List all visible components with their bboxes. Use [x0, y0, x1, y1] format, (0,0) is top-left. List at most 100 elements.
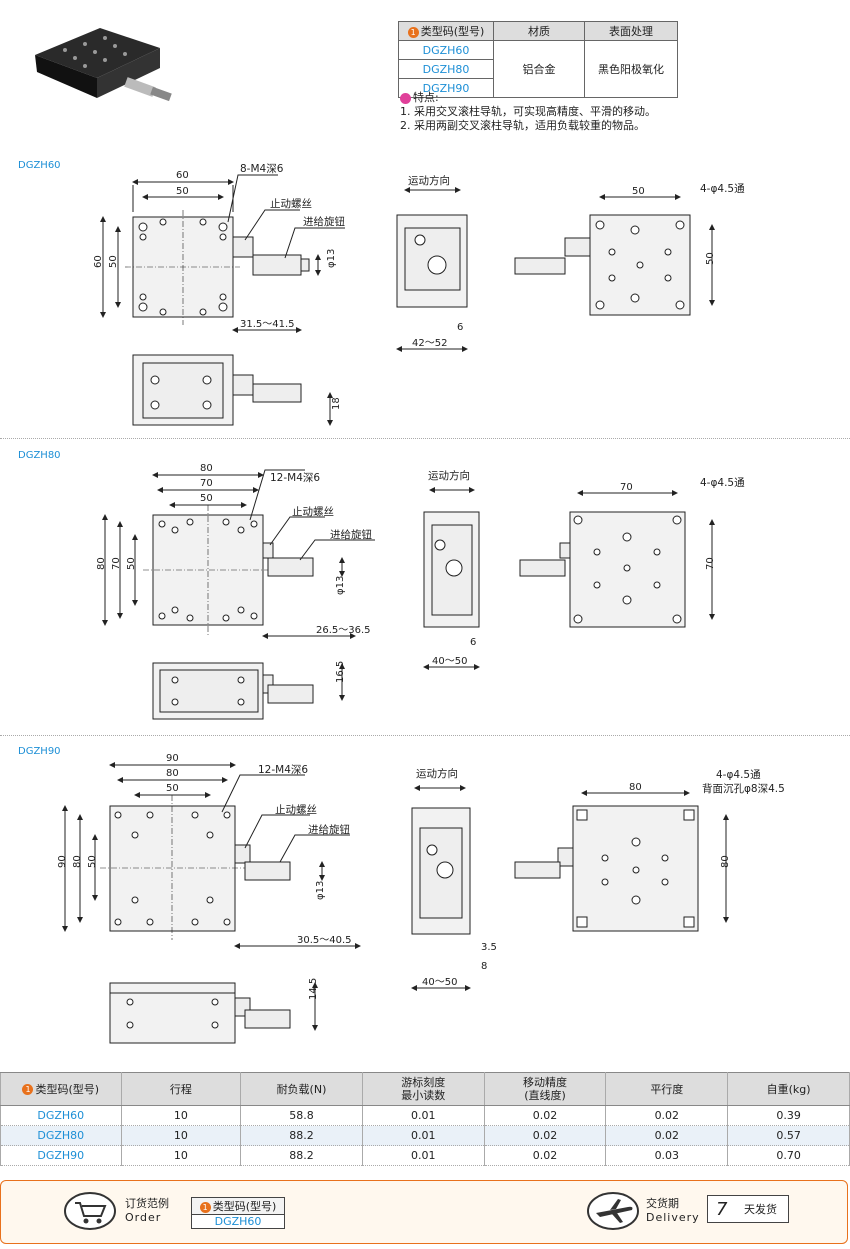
dim-text: 50	[705, 252, 716, 265]
table-cell: 10	[120, 1125, 242, 1146]
holes-label: 8-M4深6	[240, 163, 284, 175]
table-row: DGZH80 10 88.2 0.01 0.02 0.02 0.57	[0, 1125, 850, 1146]
features-title: 特点:	[413, 91, 439, 104]
dim-text: 80	[96, 557, 107, 570]
model-cell: DGZH90	[398, 78, 494, 98]
table-cell: 88.2	[240, 1125, 363, 1146]
dim-text: 16.5	[335, 661, 346, 683]
dim-text: 80	[200, 463, 213, 474]
order-box-value: DGZH60	[214, 1215, 262, 1228]
table-row: DGZH90 10 88.2 0.01 0.02 0.03 0.70	[0, 1145, 850, 1166]
plane-icon	[586, 1191, 640, 1231]
dim-text: φ13	[335, 576, 346, 595]
direction-label: 运动方向	[408, 174, 450, 187]
spec-header: 游标刻度 最小读数	[361, 1072, 485, 1106]
knob-label: 进给旋钮	[308, 823, 350, 836]
dim-text: 6	[470, 637, 476, 648]
feature-item: 2. 采用两副交叉滚柱导轨，适用负载较重的物品。	[400, 119, 645, 132]
knob-label: 进给旋钮	[330, 528, 372, 541]
spec-header: 行程	[120, 1072, 242, 1106]
header-surface: 表面处理	[584, 21, 678, 41]
dim-text: 50	[87, 855, 98, 868]
table-cell: DGZH60	[0, 1105, 122, 1126]
table-cell: 0.01	[361, 1105, 485, 1126]
dim-text: 26.5～36.5	[316, 625, 371, 636]
table-cell: 0.03	[605, 1145, 729, 1166]
dim-text: 30.5～40.5	[297, 935, 352, 946]
badge-1-icon: 1	[22, 1084, 34, 1095]
delivery-title: 交货期	[646, 1197, 679, 1210]
order-subtitle: Order	[125, 1211, 162, 1224]
direction-label: 运动方向	[428, 469, 470, 482]
order-title: 订货范例	[125, 1197, 169, 1210]
delivery-subtitle: Delivery	[646, 1211, 700, 1224]
table-cell: 88.2	[240, 1145, 363, 1166]
badge-1-icon: 1	[199, 1201, 211, 1213]
dim-text: 50	[200, 493, 213, 504]
delivery-days: 7	[716, 1198, 728, 1220]
knob-label: 进给旋钮	[303, 215, 345, 228]
table-cell: 0.02	[483, 1145, 607, 1166]
dim-text: 70	[620, 482, 633, 493]
spec-header: 自重(kg)	[727, 1072, 850, 1106]
dim-text: φ13	[315, 881, 326, 900]
dim-text: 90	[57, 855, 68, 868]
table-cell: 0.01	[361, 1125, 485, 1146]
table-cell: 10	[120, 1145, 242, 1166]
surface-cell: 黑色阳极氧化	[584, 40, 678, 98]
dim-text: 90	[166, 753, 179, 764]
table-cell: 0.70	[727, 1145, 850, 1166]
dim-text: 70	[111, 557, 122, 570]
cart-icon	[63, 1191, 117, 1231]
table-cell: 10	[120, 1105, 242, 1126]
dim-text: 18	[331, 397, 342, 410]
header-material: 材质	[493, 21, 585, 41]
order-box-header: 类型码(型号)	[212, 1200, 277, 1213]
section-label-dgzh80: DGZH80	[18, 450, 61, 461]
dim-text: φ13	[326, 249, 337, 268]
table-cell: 58.8	[240, 1105, 363, 1126]
feature-item: 1. 采用交叉滚柱导轨，可实现高精度、平滑的移动。	[400, 105, 656, 118]
counterbore-label: 背面沉孔φ8深4.5	[702, 782, 785, 795]
holes-label: 12-M4深6	[270, 472, 320, 484]
product-photo	[25, 10, 175, 110]
dim-text: 31.5～41.5	[240, 319, 295, 330]
delivery-unit: 天发货	[744, 1203, 777, 1216]
spec-header: 耐负载(N)	[240, 1072, 363, 1106]
dim-text: 50	[176, 186, 189, 197]
dim-text: 40～50	[432, 656, 467, 667]
dim-text: 40～50	[422, 977, 457, 988]
section-label-dgzh90: DGZH90	[18, 746, 61, 757]
model-cell: DGZH60	[398, 40, 494, 60]
table-cell: DGZH90	[0, 1145, 122, 1166]
dim-text: 8	[481, 961, 487, 972]
through-hole-label: 4-φ4.5通	[700, 477, 745, 489]
badge-1-icon: 1	[407, 26, 419, 38]
through-hole-label: 4-φ4.5通	[716, 769, 761, 781]
feature-badge-icon	[400, 92, 411, 104]
table-cell: 0.02	[605, 1125, 729, 1146]
lock-screw-label: 止动螺丝	[292, 506, 334, 518]
direction-label: 运动方向	[416, 767, 458, 780]
dim-text: 70	[200, 478, 213, 489]
table-cell: 0.39	[727, 1105, 850, 1126]
dim-text: 80	[720, 855, 731, 868]
table-cell: 0.02	[605, 1105, 729, 1126]
spec-header: 平行度	[605, 1072, 729, 1106]
dim-text: 80	[166, 768, 179, 779]
dim-text: 80	[629, 782, 642, 793]
table-row: DGZH60 10 58.8 0.01 0.02 0.02 0.39	[0, 1105, 850, 1126]
lock-screw-label: 止动螺丝	[275, 804, 317, 816]
dim-text: 14.5	[308, 978, 319, 1000]
lock-screw-label: 止动螺丝	[270, 198, 312, 210]
model-cell: DGZH80	[398, 59, 494, 79]
dim-text: 6	[457, 322, 463, 333]
dim-text: 60	[176, 170, 189, 181]
features: 特点: 1. 采用交叉滚柱导轨，可实现高精度、平滑的移动。 2. 采用两副交叉滚…	[400, 91, 656, 133]
technical-drawings: 60 50 60 50 31.5～41.5 φ13 18 42～52 6 50 …	[57, 163, 785, 1044]
